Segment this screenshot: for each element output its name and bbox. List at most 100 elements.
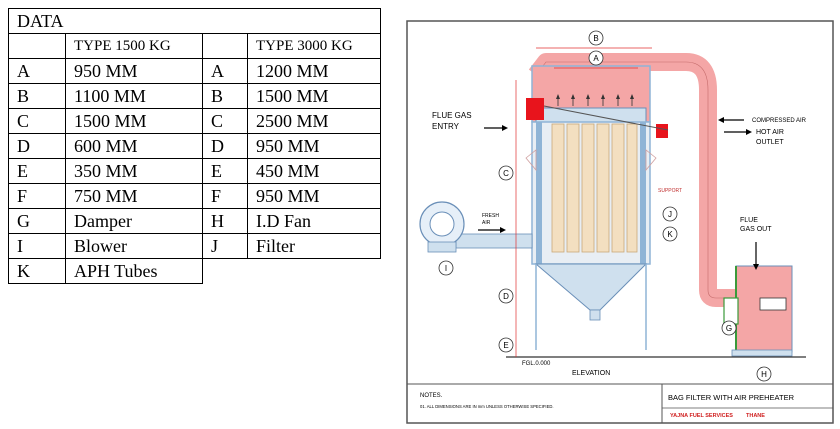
table-cell: B <box>202 83 248 109</box>
blower-base <box>427 241 457 253</box>
table-cell: 1500 MM <box>247 83 381 109</box>
notes-label: NOTES. <box>420 393 443 399</box>
table-cell: C <box>202 108 248 134</box>
table-cell: F <box>202 183 248 209</box>
filter-bag <box>626 123 638 253</box>
company-location: THANE <box>746 413 765 419</box>
marker-j: J <box>668 210 672 219</box>
air-pipe <box>543 105 669 131</box>
marker-a: A <box>593 54 599 63</box>
header-cell <box>202 33 248 59</box>
marker-b: B <box>593 34 598 43</box>
marker-k: K <box>667 230 673 239</box>
table-cell: 950 MM <box>247 133 381 159</box>
table-cell: 950 MM <box>247 183 381 209</box>
drawing-labels: FLUE GAS ENTRY COMPRESSED AIR HOT AIR OU… <box>420 111 807 419</box>
table-cell: 1200 MM <box>247 58 381 84</box>
fgl-label: FGL.0.000 <box>522 361 551 367</box>
data-table: DATA TYPE 1500 KG TYPE 3000 KG A 950 MM … <box>8 8 381 284</box>
filter-bag <box>596 123 610 253</box>
id-fan-motor <box>759 297 787 311</box>
marker-i: I <box>445 264 447 273</box>
filter-bag <box>566 123 580 253</box>
damper-g <box>723 297 739 325</box>
table-cell: J <box>202 233 248 259</box>
table-cell: D <box>202 133 248 159</box>
casing-wall <box>536 122 542 264</box>
compressed-air-label: COMPRESSED AIR <box>752 118 807 124</box>
arrow-heads <box>500 117 759 270</box>
table-row: E 350 MM E 450 MM <box>8 158 381 184</box>
table-cell: Filter <box>247 233 381 259</box>
marker-letters: B A C D E G H I J K <box>445 34 767 379</box>
table-cell: G <box>8 208 66 234</box>
filter-bags <box>551 123 638 253</box>
table-cell: A <box>202 58 248 84</box>
marker-circles <box>438 30 772 382</box>
table-row: D 600 MM D 950 MM <box>8 133 381 159</box>
table-cell: 350 MM <box>65 158 203 184</box>
fresh-air-label: AIR <box>482 220 491 226</box>
marker-c: C <box>503 169 509 178</box>
table-cell: E <box>202 158 248 184</box>
table-row: F 750 MM F 950 MM <box>8 183 381 209</box>
fresh-air-duct <box>455 233 533 249</box>
hot-air-label: HOT AIR <box>756 129 784 136</box>
flue-duct-outline <box>535 61 736 299</box>
support-bracket <box>645 149 657 172</box>
flue-gas-out-label: FLUE <box>740 217 758 224</box>
table-cell: 600 MM <box>65 133 203 159</box>
table-row: K APH Tubes <box>8 258 381 284</box>
blower-inlet <box>429 211 455 237</box>
header-cell <box>8 33 66 59</box>
table-row: G Damper H I.D Fan <box>8 208 381 234</box>
table-row: A 950 MM A 1200 MM <box>8 58 381 84</box>
table-cell: K <box>8 258 66 284</box>
dimension-lines <box>515 47 652 357</box>
bag-filter-drawing: B A C D E G H I J K FLUE GAS ENTRY COMPR… <box>406 20 834 424</box>
flow-arrows <box>478 119 757 264</box>
table-row: I Blower J Filter <box>8 233 381 259</box>
table-cell: 1500 MM <box>65 108 203 134</box>
table-cell: D <box>8 133 66 159</box>
header-type-1500: TYPE 1500 KG <box>65 33 203 59</box>
filter-bag <box>611 123 625 253</box>
flue-gas-out-label: GAS OUT <box>740 226 772 233</box>
table-cell: I <box>8 233 66 259</box>
filter-bag <box>551 123 565 253</box>
table-cell: 950 MM <box>65 58 203 84</box>
company-name: YAJNA FUEL SERVICES <box>670 413 733 419</box>
table-cell: F <box>8 183 66 209</box>
fresh-air-label: FRESH <box>482 213 499 219</box>
table-title-row: DATA <box>8 8 381 34</box>
table-cell: 1100 MM <box>65 83 203 109</box>
table-row: B 1100 MM B 1500 MM <box>8 83 381 109</box>
casing-wall <box>640 122 646 264</box>
table-cell: 450 MM <box>247 158 381 184</box>
flue-gas-entry-label: FLUE GAS <box>432 111 472 120</box>
note-1: 01. ALL DIMENSIONS ARE IN mm UNLESS OTHE… <box>420 404 554 409</box>
marker-h: H <box>761 370 767 379</box>
table-header-row: TYPE 1500 KG TYPE 3000 KG <box>8 33 381 59</box>
table-title: DATA <box>8 8 381 34</box>
marker-d: D <box>503 292 509 301</box>
table-row: C 1500 MM C 2500 MM <box>8 108 381 134</box>
nozzle-arrows <box>556 94 634 99</box>
id-fan-base <box>731 349 793 357</box>
support-label: SUPPORT <box>658 188 682 194</box>
table-cell: 750 MM <box>65 183 203 209</box>
table-cell: I.D Fan <box>247 208 381 234</box>
hot-air-label: OUTLET <box>756 139 784 146</box>
elevation-label: ELEVATION <box>572 370 610 377</box>
inlet-damper <box>526 98 544 120</box>
filter-bag <box>581 123 595 253</box>
table-cell: Blower <box>65 233 203 259</box>
hopper-outlet <box>589 309 601 321</box>
table-cell: B <box>8 83 66 109</box>
support-bracket <box>525 149 537 172</box>
table-cell: E <box>8 158 66 184</box>
flue-gas-entry-label: ENTRY <box>432 122 460 131</box>
table-cell: H <box>202 208 248 234</box>
marker-g: G <box>726 324 732 333</box>
header-type-3000: TYPE 3000 KG <box>247 33 381 59</box>
